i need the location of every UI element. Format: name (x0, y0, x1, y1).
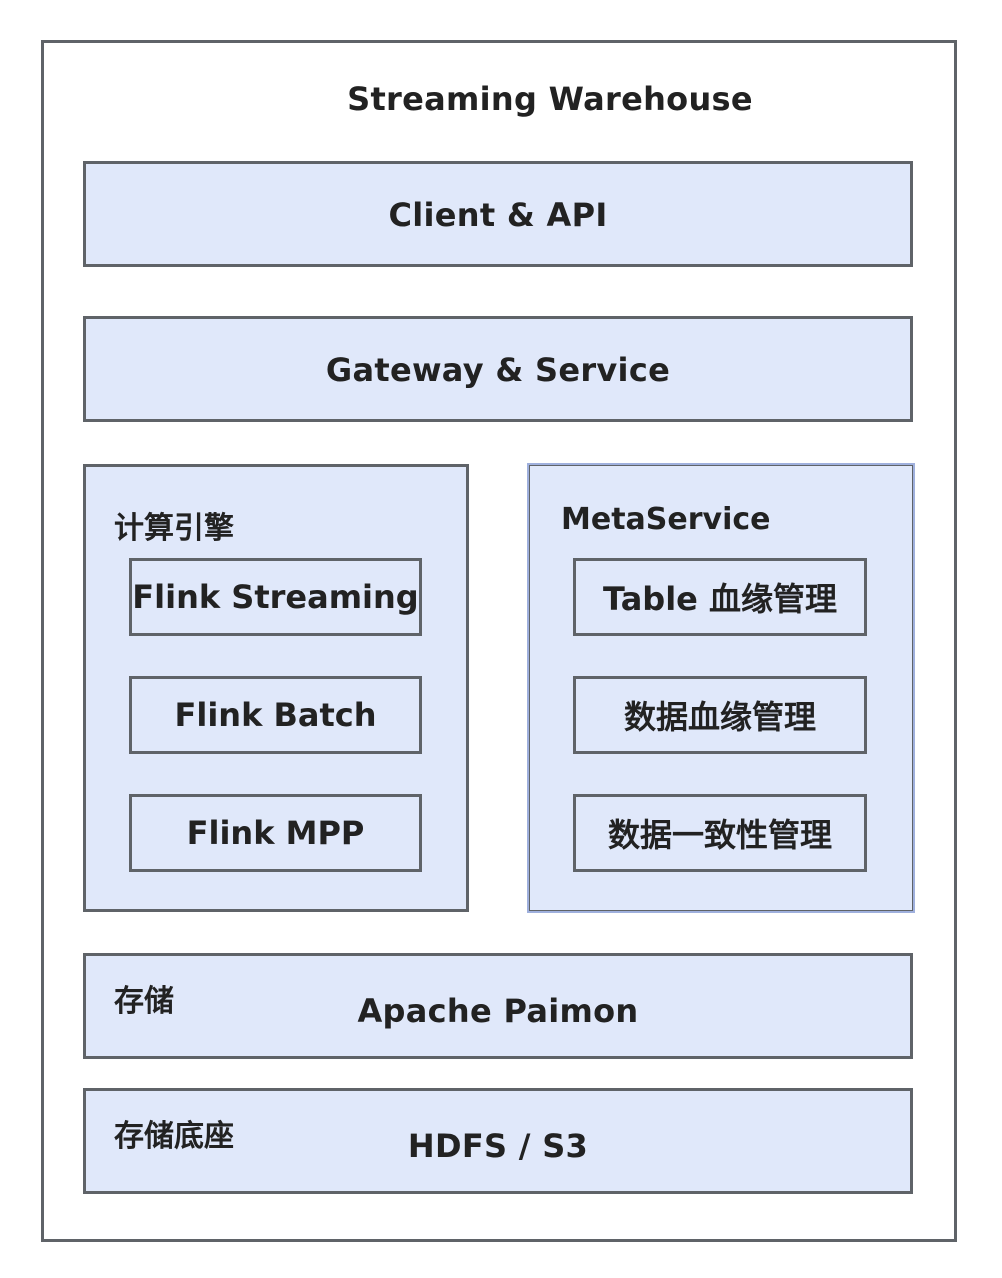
storage-label: 存储 (114, 984, 174, 1019)
storage-layer: 存储 Apache Paimon (83, 953, 913, 1059)
flink-streaming-box: Flink Streaming (129, 558, 422, 636)
data-lineage-box: 数据血缘管理 (573, 676, 867, 754)
meta-service-label: MetaService (561, 502, 771, 537)
data-consistency-box: 数据一致性管理 (573, 794, 867, 872)
storage-base-layer: 存储底座 HDFS / S3 (83, 1088, 913, 1194)
compute-engine-label: 计算引擎 (114, 511, 234, 546)
gateway-service-layer: Gateway & Service (83, 316, 913, 422)
storage-base-label: 存储底座 (114, 1119, 234, 1154)
diagram-title: Streaming Warehouse (347, 80, 753, 118)
storage-value: Apache Paimon (357, 992, 639, 1030)
flink-batch-box: Flink Batch (129, 676, 422, 754)
gateway-service-label: Gateway & Service (325, 351, 671, 389)
storage-base-value: HDFS / S3 (407, 1127, 589, 1165)
client-api-label: Client & API (388, 196, 608, 234)
table-lineage-box: Table 血缘管理 (573, 558, 867, 636)
flink-mpp-box: Flink MPP (129, 794, 422, 872)
client-api-layer: Client & API (83, 161, 913, 267)
